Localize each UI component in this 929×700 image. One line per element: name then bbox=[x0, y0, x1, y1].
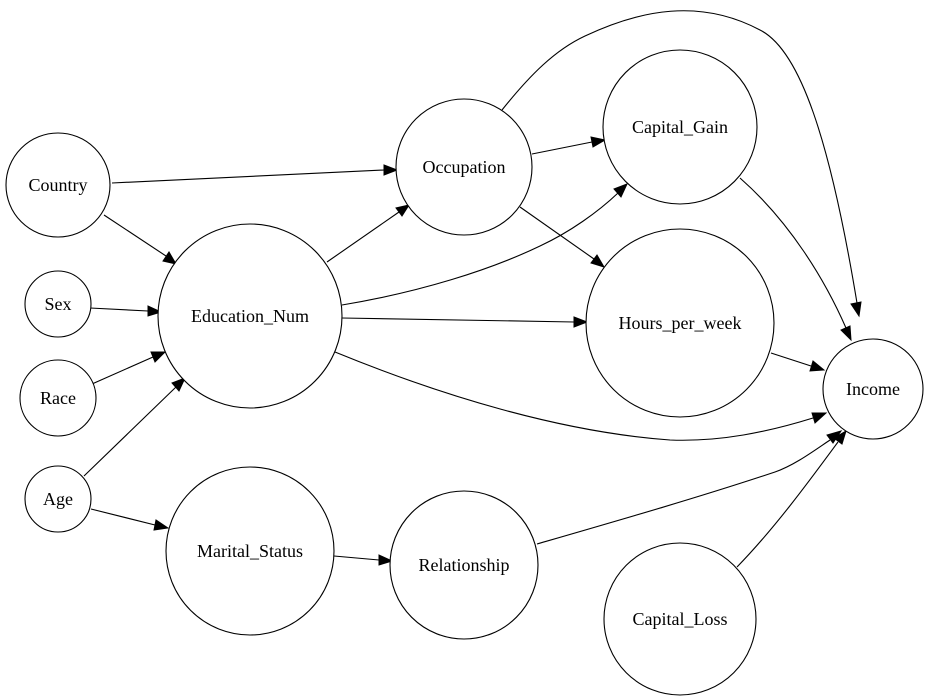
node-label-hours-per-week: Hours_per_week bbox=[619, 313, 742, 333]
edge-education-num-income bbox=[334, 351, 828, 441]
edge-education-num-occupation bbox=[326, 204, 411, 263]
node-label-occupation: Occupation bbox=[423, 157, 506, 177]
edge-hours-per-week-income bbox=[770, 352, 826, 372]
node-age: Age bbox=[24, 465, 92, 533]
node-country: Country bbox=[5, 132, 111, 238]
edge-country-occupation bbox=[111, 164, 399, 184]
edge-age-marital-status bbox=[90, 508, 170, 531]
node-label-capital-loss: Capital_Loss bbox=[633, 609, 728, 629]
node-label-income: Income bbox=[846, 379, 900, 399]
node-label-country: Country bbox=[28, 175, 87, 195]
edge-race-education-num bbox=[91, 351, 167, 385]
node-hours-per-week: Hours_per_week bbox=[585, 228, 775, 418]
node-education-num: Education_Num bbox=[157, 223, 343, 409]
edge-marital-status-relationship bbox=[333, 554, 394, 566]
node-occupation: Occupation bbox=[395, 98, 533, 236]
edge-sex-education-num bbox=[89, 305, 163, 317]
node-sex: Sex bbox=[24, 270, 92, 338]
edge-relationship-income bbox=[536, 430, 843, 545]
edge-occupation-capital-gain bbox=[531, 136, 607, 155]
node-label-capital-gain: Capital_Gain bbox=[632, 117, 728, 137]
node-label-education-num: Education_Num bbox=[191, 306, 309, 326]
node-relationship: Relationship bbox=[389, 490, 539, 640]
node-marital-status: Marital_Status bbox=[165, 466, 335, 636]
node-capital-gain: Capital_Gain bbox=[602, 49, 758, 205]
edge-occupation-income bbox=[501, 10, 862, 318]
node-income: Income bbox=[822, 338, 924, 440]
nodes-layer: Country Sex Race Age Education_Num Marit… bbox=[5, 49, 924, 696]
edge-age-education-num bbox=[83, 377, 186, 477]
node-label-marital-status: Marital_Status bbox=[197, 541, 303, 561]
edges-layer bbox=[83, 10, 862, 568]
node-capital-loss: Capital_Loss bbox=[603, 542, 757, 696]
edge-capital-gain-income bbox=[739, 177, 852, 342]
node-race: Race bbox=[19, 359, 97, 437]
edge-occupation-hours-per-week bbox=[519, 206, 606, 268]
node-label-sex: Sex bbox=[45, 294, 72, 314]
edge-country-education-num bbox=[103, 214, 178, 265]
node-label-race: Race bbox=[40, 388, 76, 408]
edge-education-num-capital-gain bbox=[341, 183, 628, 306]
node-label-relationship: Relationship bbox=[419, 555, 510, 575]
node-label-age: Age bbox=[43, 489, 73, 509]
edge-education-num-hours-per-week bbox=[341, 316, 589, 328]
edge-capital-loss-income bbox=[736, 429, 847, 568]
